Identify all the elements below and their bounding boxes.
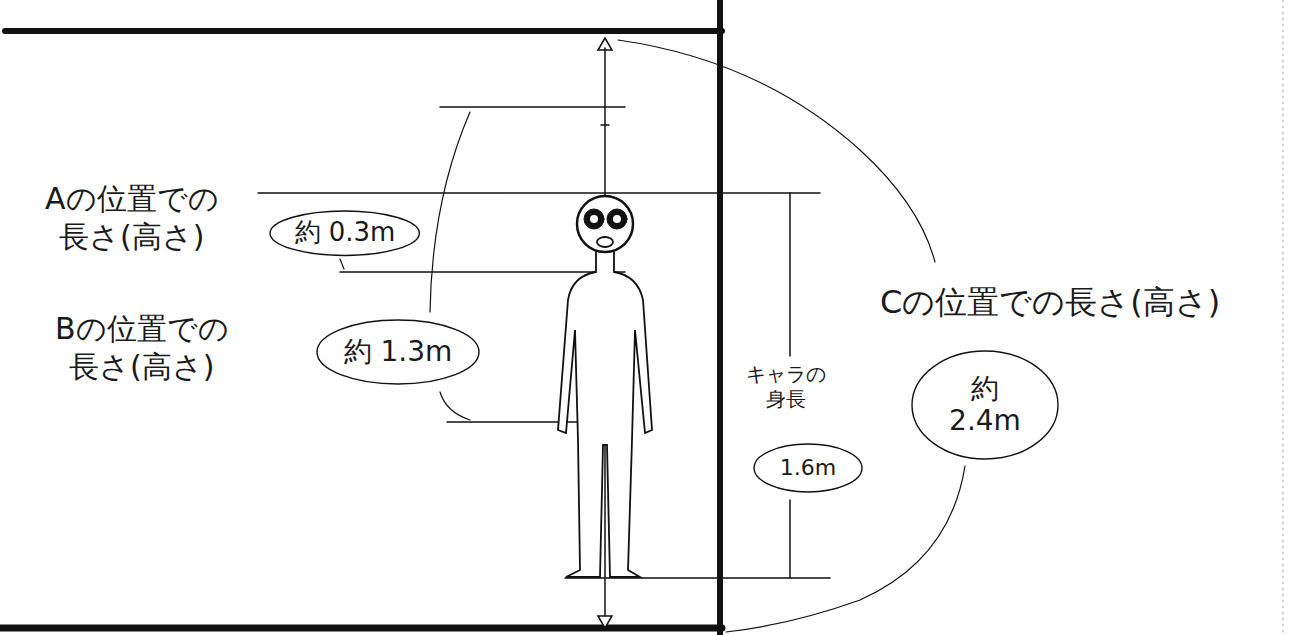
ellipse-shape [317, 320, 479, 384]
ellipse-shape [912, 351, 1058, 459]
value-ellipse: 約 2.4m [910, 349, 1060, 461]
leader-line [340, 259, 344, 269]
height-line [789, 500, 791, 578]
value-ellipse: 約 1.3m [315, 318, 481, 386]
caption-label: Cの位置での長さ(高さ) [880, 282, 1220, 322]
caption-label: Bの位置での 長さ(高さ) [55, 310, 229, 385]
wall-line [717, 0, 723, 635]
value-ellipse: 1.6m [752, 442, 864, 494]
page-edge [1283, 0, 1284, 635]
axis-arrow-top [598, 38, 612, 50]
character-figure [558, 196, 652, 577]
ellipse-shape [270, 211, 419, 255]
value-text: 約 2.4m [949, 373, 1021, 437]
ellipse-shape [754, 444, 862, 492]
value-text: 約 0.3m [295, 218, 396, 248]
leader-line [726, 466, 965, 632]
value-text: 約 1.3m [344, 336, 453, 368]
value-ellipse: 約 0.3m [268, 209, 421, 257]
leader-line [430, 112, 470, 312]
caption-label: Aの位置での 長さ(高さ) [45, 180, 219, 255]
height-line [789, 193, 791, 356]
measure-line [440, 106, 625, 108]
measure-line [340, 271, 625, 273]
floor-line [0, 625, 722, 632]
value-text: 1.6m [780, 455, 836, 480]
ceiling-line [5, 28, 722, 34]
axis-arrow-bottom [598, 616, 612, 628]
measure-line [258, 192, 820, 194]
axis-tick [601, 124, 609, 126]
caption-label: キャラの 身長 [746, 362, 826, 412]
leader-line [618, 40, 935, 262]
leader-line [440, 392, 470, 420]
